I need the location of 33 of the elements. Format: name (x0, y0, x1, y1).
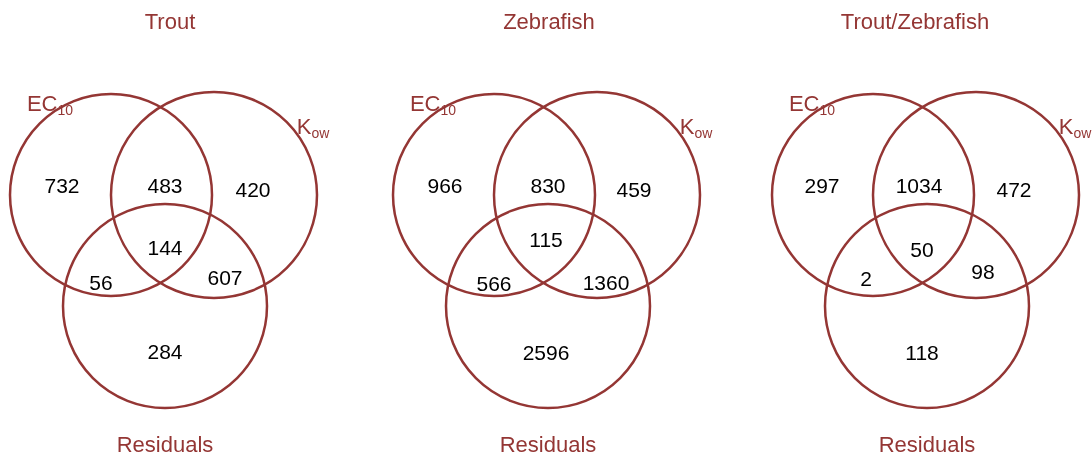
count-label: 118 (905, 341, 939, 365)
count-label: 56 (89, 271, 113, 295)
count-label: 472 (996, 178, 1032, 202)
count-label: 297 (804, 174, 840, 198)
count-label: 420 (235, 178, 271, 202)
panel-title: Trout (144, 9, 196, 35)
count-label: 966 (427, 174, 463, 198)
count-label: 459 (616, 178, 652, 202)
count-label: 1360 (582, 271, 630, 295)
count-label: 50 (910, 238, 934, 262)
count-label: 1034 (895, 174, 943, 198)
set-label: K$_{ow}$ (679, 113, 713, 141)
count-label: 566 (476, 272, 512, 296)
count-label: 2 (860, 267, 872, 291)
set-label: EC$_{10}$ (409, 90, 457, 118)
count-label: 732 (44, 174, 80, 198)
set-label: Residuals (499, 432, 597, 458)
count-label: 284 (147, 340, 183, 364)
count-label: 483 (147, 174, 183, 198)
set-label: Residuals (116, 432, 214, 458)
panel-title: Trout/Zebrafish (840, 9, 990, 35)
panel-title: Zebrafish (503, 9, 595, 35)
set-label: Residuals (878, 432, 976, 458)
set-label: EC$_{10}$ (26, 90, 74, 118)
count-label: 144 (147, 236, 183, 260)
set-label: EC$_{10}$ (788, 90, 836, 118)
set-label: K$_{ow}$ (1058, 113, 1092, 141)
count-label: 115 (529, 228, 563, 252)
set-label: K$_{ow}$ (296, 113, 330, 141)
count-label: 607 (207, 266, 243, 290)
count-label: 2596 (522, 341, 570, 365)
count-label: 830 (530, 174, 566, 198)
count-label: 98 (971, 260, 995, 284)
